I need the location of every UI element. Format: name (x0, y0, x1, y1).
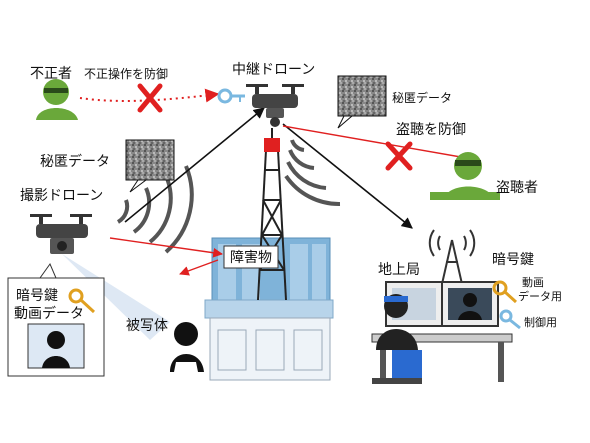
arrow-relay-to-ground (282, 123, 413, 229)
antenna-icon (428, 229, 476, 285)
arrow-obstacle-reflect (179, 259, 219, 276)
label-intruder: 不正者 (30, 66, 72, 82)
relay-drone-icon (246, 84, 304, 127)
x-mark-icon (137, 83, 163, 113)
label-subject: 被写体 (126, 318, 168, 334)
key-icon (499, 309, 521, 330)
signal-waves-shooting (116, 165, 194, 254)
arrow-shoot-to-obstacle (109, 237, 223, 258)
label-ground-station: 地上局 (378, 262, 420, 278)
tower-top (264, 138, 280, 152)
label-shooting-drone: 撮影ドローン (20, 187, 103, 204)
label-eavesdropper: 盗聴者 (496, 180, 538, 196)
key-legend-box (7, 262, 105, 377)
secret-data-bubble-relay (337, 75, 387, 129)
key-icon (217, 88, 245, 104)
arrow-shoot-to-relay (124, 107, 265, 223)
ground-station-desk (371, 281, 513, 382)
label-for-video-1: 動画 (522, 275, 544, 289)
operator-icon (372, 294, 422, 384)
label-obstacle: 障害物 (230, 250, 272, 266)
arrow-relay-to-eavesdropper (282, 125, 479, 164)
label-prevent-tamper: 不正操作を防御 (84, 66, 168, 81)
eavesdropper-icon (430, 152, 500, 200)
shooting-drone-icon (30, 214, 92, 254)
label-crypto-key-right: 暗号鍵 (492, 252, 534, 268)
key-icon (492, 280, 518, 304)
label-for-control: 制御用 (524, 315, 557, 329)
label-for-video-2: データ用 (518, 289, 562, 303)
label-prevent-eavesdrop: 盗聴を防御 (396, 122, 466, 138)
key-icon (68, 288, 96, 314)
label-secret-data-relay: 秘匿データ (392, 90, 452, 105)
signal-waves-relay (284, 139, 341, 207)
label-video-data: 動画データ (14, 305, 84, 322)
subject-icon (170, 322, 204, 372)
obstacle-label-box (223, 245, 279, 269)
label-secret-data-shoot: 秘匿データ (40, 153, 110, 170)
secret-data-bubble-shooting (125, 139, 175, 193)
camera-view-cone (62, 254, 170, 340)
label-relay-drone: 中継ドローン (232, 62, 315, 78)
x-mark-icon (385, 141, 413, 171)
intruder-icon (36, 79, 78, 120)
label-crypto-key-left: 暗号鍵 (16, 288, 58, 304)
